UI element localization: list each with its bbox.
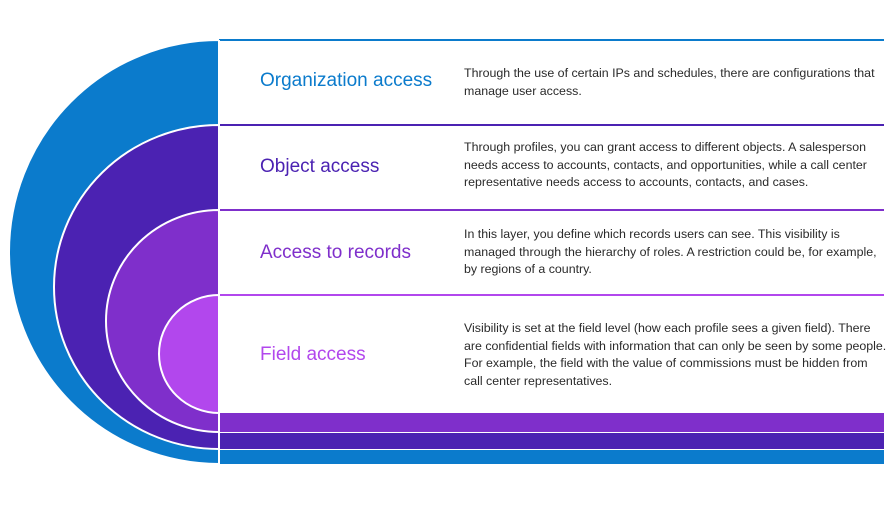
band-organization-access bbox=[219, 450, 884, 464]
band-access-to-records bbox=[219, 413, 884, 432]
layer-title-organization-access: Organization access bbox=[260, 70, 433, 91]
arc-field-access bbox=[158, 293, 220, 415]
layer-description-organization-access: Through the use of certain IPs and sched… bbox=[464, 66, 875, 98]
layer-title-access-to-records: Access to records bbox=[260, 242, 411, 263]
band-object-access bbox=[219, 433, 884, 449]
layer-description-object-access: Through profiles, you can grant access t… bbox=[464, 140, 867, 189]
layer-title-field-access: Field access bbox=[260, 344, 366, 365]
layer-title-object-access: Object access bbox=[260, 156, 380, 177]
layer-description-access-to-records: In this layer, you define which records … bbox=[464, 227, 877, 276]
layer-description-field-access: Visibility is set at the field level (ho… bbox=[464, 321, 887, 388]
